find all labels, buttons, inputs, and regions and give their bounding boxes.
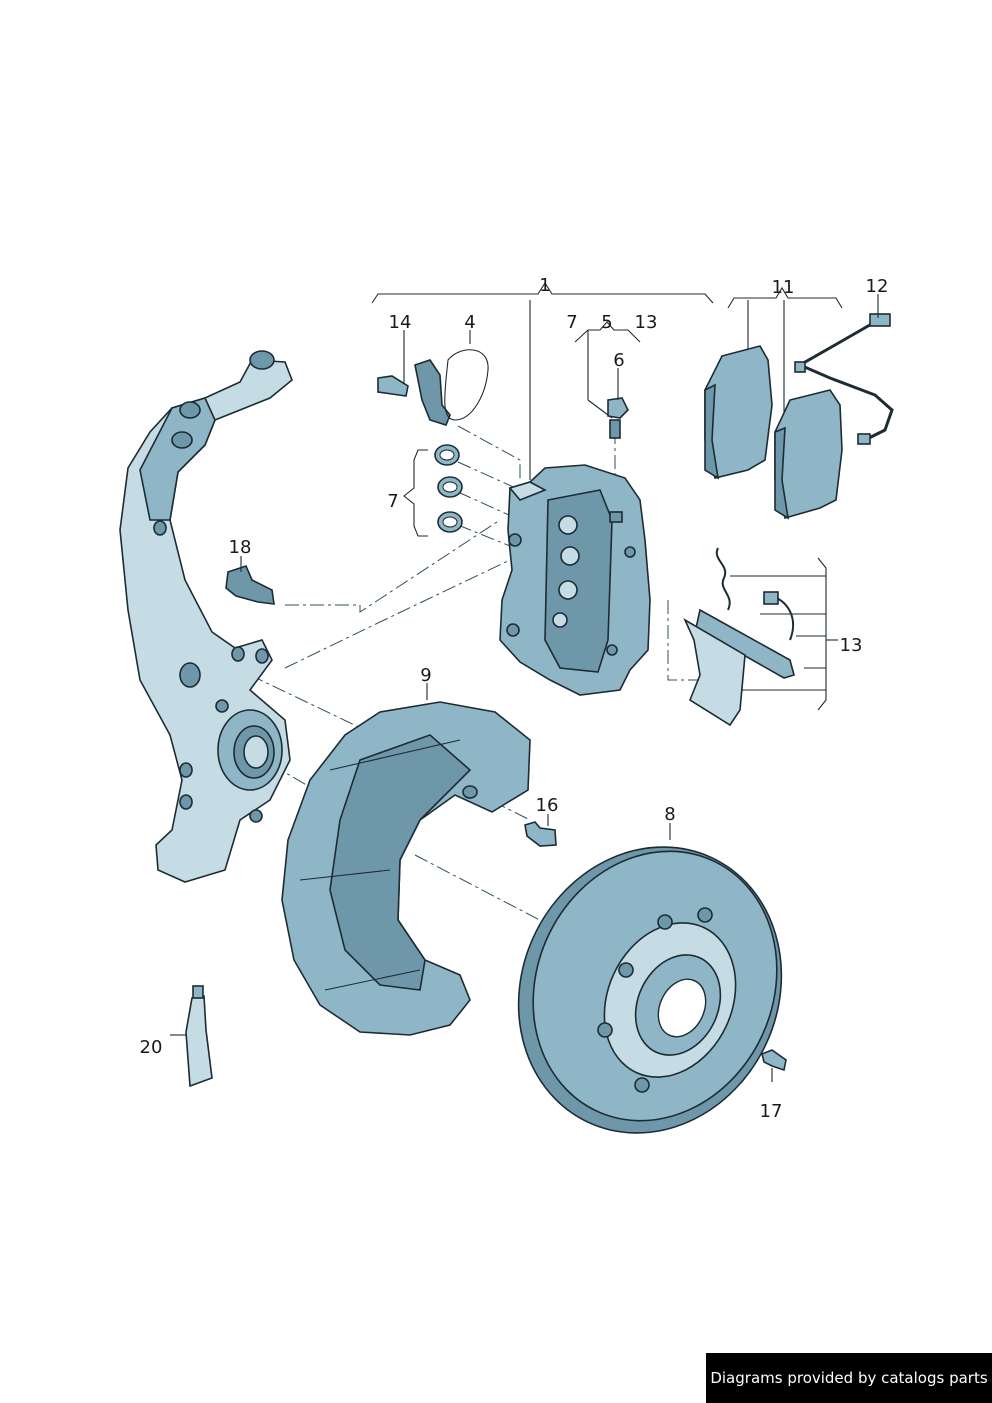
callout-labels: 1 14 4 7 5 13 6 11 12 7 18 13 9 16 8 20 … — [140, 275, 889, 1122]
bolt-17 — [761, 1049, 787, 1072]
callout-9: 9 — [420, 665, 431, 686]
callout-11: 11 — [772, 277, 795, 298]
callout-12: 12 — [866, 276, 889, 297]
callout-14: 14 — [389, 312, 412, 333]
caliper-hardware-kit — [683, 547, 795, 727]
callout-8: 8 — [664, 804, 675, 825]
piston-seals — [434, 444, 463, 533]
bleeder-valve — [607, 397, 629, 439]
bolt-18 — [225, 565, 275, 605]
bracket-group-1 — [371, 281, 714, 480]
bolt-16 — [524, 821, 557, 847]
callout-17: 17 — [760, 1101, 783, 1122]
diagram-credit-banner: Diagrams provided by catalogs parts — [706, 1353, 992, 1403]
bracket-group-13 — [730, 557, 838, 711]
diagram-credit-text: Diagrams provided by catalogs parts — [710, 1369, 988, 1387]
grease-tube — [185, 985, 213, 1088]
callout-7-seals: 7 — [387, 491, 398, 512]
steering-knuckle — [119, 350, 293, 883]
wear-sensor — [794, 313, 894, 445]
callout-leaders — [170, 294, 879, 1082]
pad-shield-4 — [414, 349, 489, 426]
bolt-14 — [377, 375, 409, 397]
callout-13-kit: 13 — [840, 635, 863, 656]
callout-13-top: 13 — [635, 312, 658, 333]
brake-splash-shield — [281, 701, 531, 1036]
brake-disc — [517, 846, 783, 1134]
brake-pads — [704, 345, 843, 520]
callout-18: 18 — [229, 537, 252, 558]
callout-16: 16 — [536, 795, 559, 816]
callout-4: 4 — [464, 312, 475, 333]
callout-1: 1 — [539, 275, 550, 296]
brake-caliper — [499, 464, 651, 696]
callout-5: 5 — [601, 312, 612, 333]
bracket-group-7-seals — [403, 449, 428, 537]
callout-7-top: 7 — [566, 312, 577, 333]
callout-6: 6 — [613, 350, 624, 371]
callout-20: 20 — [140, 1037, 163, 1058]
